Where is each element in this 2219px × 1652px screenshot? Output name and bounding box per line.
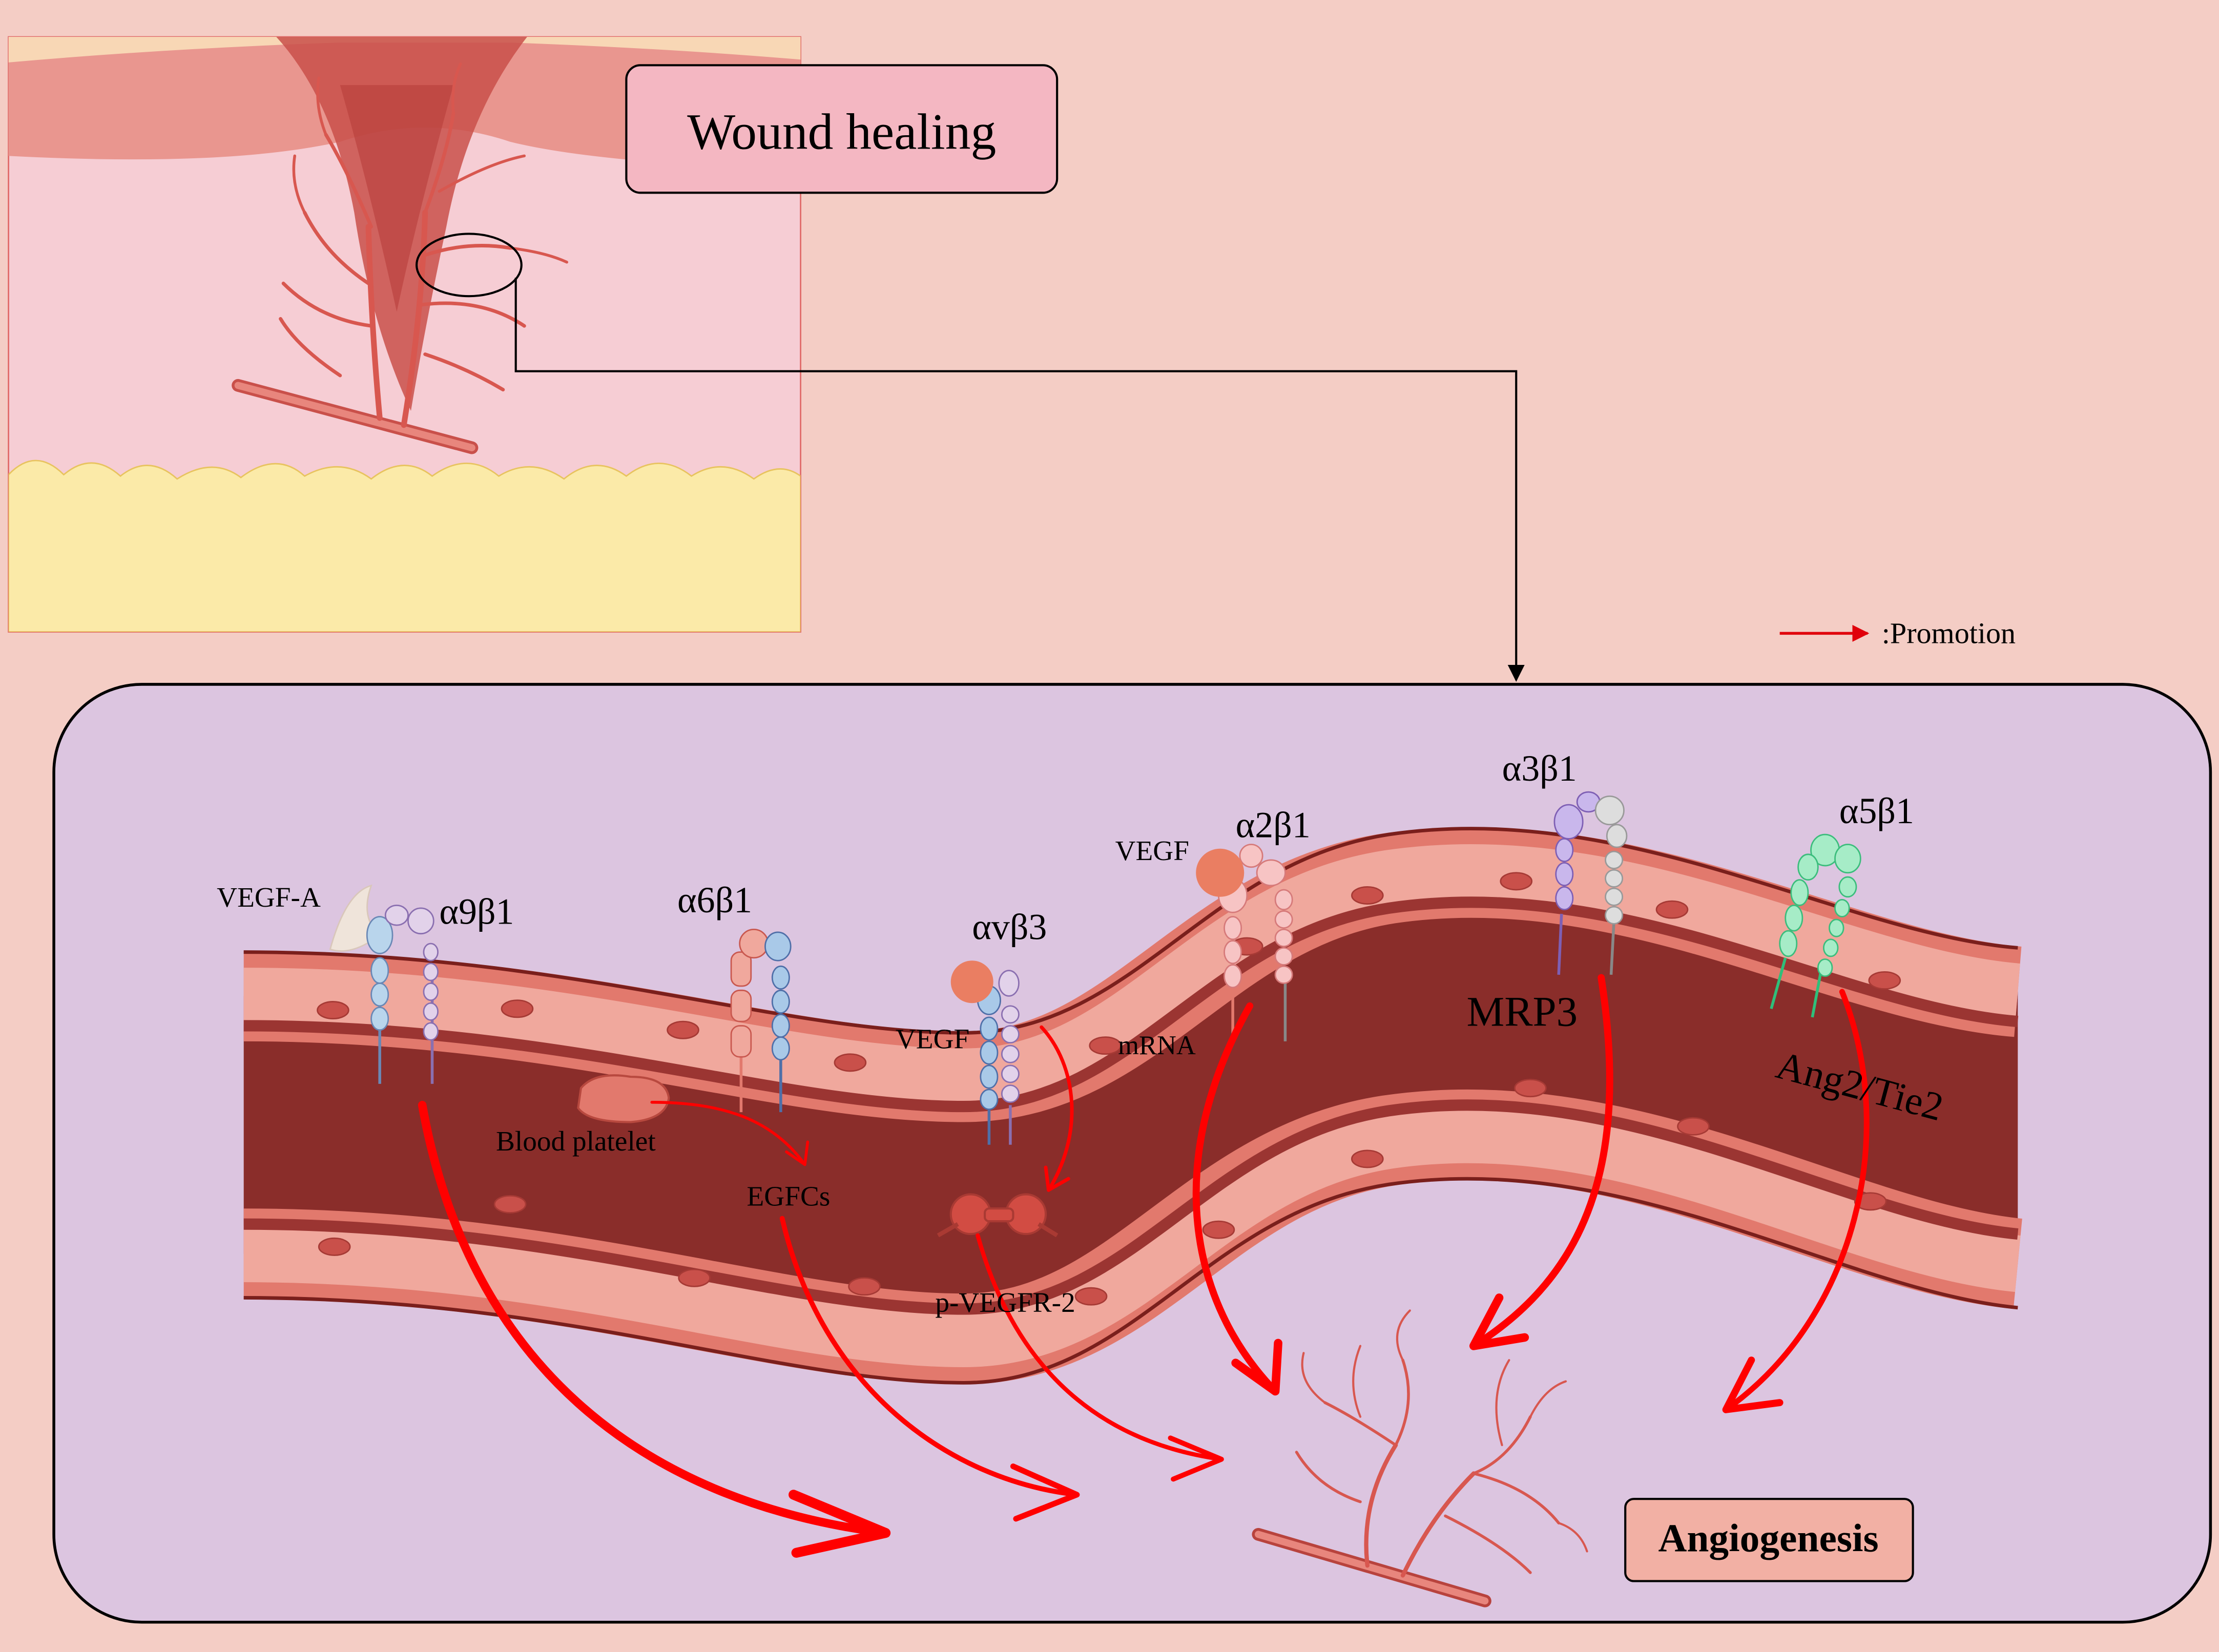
endothelial-nuclei — [317, 872, 1901, 1306]
label-mrp3: MRP3 — [1466, 988, 1578, 1035]
label-a5b1: α5β1 — [1839, 790, 1914, 831]
arrow-egfcs-to-angiogenesis — [779, 1216, 1080, 1497]
arrow-a3b1-to-angiogenesis — [1470, 974, 1613, 1350]
promotion-legend-label: :Promotion — [1882, 617, 2016, 650]
label-a9b1: α9β1 — [439, 891, 514, 932]
arrow-platelet-to-egfcs — [650, 1101, 806, 1166]
label-avb3: αvβ3 — [972, 907, 1047, 948]
label-a6b1: α6β1 — [677, 880, 752, 921]
diagram-labels: VEGF-A α9β1 α6β1 αvβ3 VEGF VEGF α2β1 mRN… — [217, 748, 1948, 1318]
vegf-ligand-avb3 — [950, 960, 993, 1003]
wound-vessel-network — [232, 62, 569, 454]
label-a3b1: α3β1 — [1502, 748, 1577, 789]
label-blood-platelet: Blood platelet — [496, 1125, 656, 1157]
promotion-legend: :Promotion — [1779, 617, 2016, 650]
vessel-zoom-circle — [416, 233, 523, 298]
integrin-a9b1 — [329, 884, 439, 1084]
angiogenesis-sprout-vessel — [1252, 1309, 1588, 1607]
zoom-connector-arrow — [514, 278, 1525, 682]
arrow-a9b1-to-angiogenesis — [418, 1101, 890, 1537]
wound-healing-title: Wound healing — [687, 103, 996, 160]
blood-platelet-shape — [577, 1074, 670, 1123]
label-vegf-a: VEGF-A — [217, 882, 321, 913]
label-a2b1: α2β1 — [1236, 805, 1311, 846]
integrin-a3b1 — [1553, 791, 1628, 975]
p-vegfr-2-dimer — [937, 1193, 1059, 1238]
integrin-a6b1 — [730, 929, 792, 1113]
arrow-avb3-to-p-vegfr-2 — [1040, 1025, 1074, 1192]
angiogenesis-label-box: Angiogenesis — [1624, 1498, 1914, 1582]
label-egfcs: EGFCs — [746, 1181, 830, 1212]
integrin-a5b1 — [1770, 833, 1861, 1018]
integrin-avb3 — [950, 960, 1020, 1145]
label-p-vegfr-2: p-VEGFR-2 — [935, 1287, 1075, 1318]
arrow-p-vegfr-2-to-angiogenesis — [976, 1233, 1224, 1461]
label-vegf-avb3: VEGF — [896, 1023, 969, 1055]
integrin-a2b1 — [1196, 844, 1293, 1041]
arrow-a5b1-to-angiogenesis — [1723, 989, 1870, 1413]
vegf-ligand-a2b1 — [1196, 848, 1245, 897]
label-vegf-a2b1: VEGF — [1115, 835, 1189, 866]
angiogenesis-label: Angiogenesis — [1658, 1516, 1878, 1560]
label-mrna: mRNA — [1118, 1031, 1196, 1060]
wound-healing-title-box: Wound healing — [625, 64, 1059, 194]
arrow-a2b1-to-angiogenesis — [1192, 1002, 1279, 1395]
promotion-arrows — [418, 974, 1870, 1558]
blood-vessel — [243, 827, 2023, 1385]
